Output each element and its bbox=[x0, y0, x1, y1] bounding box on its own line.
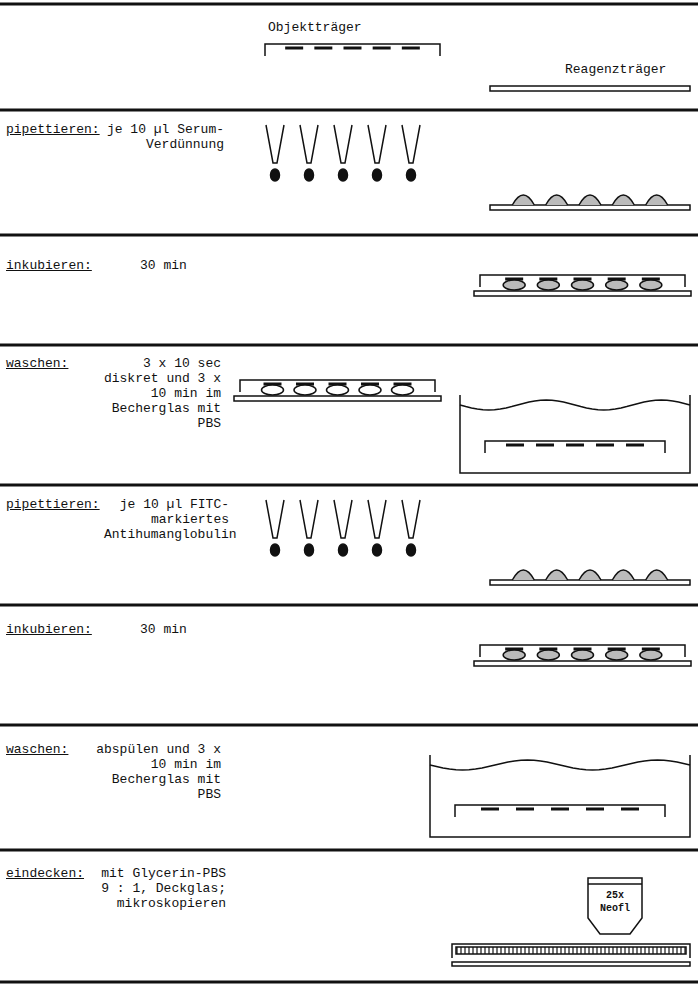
step-text: 3 x 10 sec diskret und 3 x 10 min im Bec… bbox=[86, 356, 221, 431]
drop bbox=[339, 544, 348, 556]
reagent-carrier bbox=[474, 291, 691, 296]
drop bbox=[271, 544, 280, 556]
drop bbox=[537, 650, 559, 660]
drop bbox=[646, 570, 668, 580]
step-text: abspülen und 3 x 10 min im Becherglas mi… bbox=[86, 742, 221, 802]
step-text: 30 min bbox=[140, 622, 187, 637]
drop bbox=[572, 280, 594, 290]
drop bbox=[373, 169, 382, 181]
reagent-carrier bbox=[490, 205, 690, 210]
reagent-carrier bbox=[490, 86, 690, 91]
apparatus bbox=[234, 44, 691, 837]
drop bbox=[640, 280, 662, 290]
slide bbox=[455, 805, 665, 817]
drop bbox=[359, 385, 381, 395]
step-text: je 10 µl FITC-markiertes Antihumanglobul… bbox=[104, 497, 229, 542]
drop bbox=[606, 650, 628, 660]
carrier-label: Reagenzträger bbox=[565, 62, 666, 77]
step-text: mit Glycerin-PBS 9 : 1, Deckglas; mikros… bbox=[96, 866, 226, 911]
drop bbox=[537, 280, 559, 290]
step-verb: inkubieren: bbox=[6, 622, 92, 637]
step-verb: waschen: bbox=[6, 356, 68, 371]
drop bbox=[503, 650, 525, 660]
drop bbox=[640, 650, 662, 660]
objective-marking: 25x bbox=[590, 890, 640, 901]
drop bbox=[271, 169, 280, 181]
step-verb: eindecken: bbox=[6, 866, 84, 881]
step-verb: waschen: bbox=[6, 742, 68, 757]
step-verb: inkubieren: bbox=[6, 258, 92, 273]
pipette-tip bbox=[368, 500, 386, 538]
reagent-carrier bbox=[234, 396, 441, 401]
pipette-tip bbox=[334, 500, 352, 538]
drop bbox=[646, 195, 668, 205]
drop bbox=[512, 195, 534, 205]
drop bbox=[546, 195, 568, 205]
pipette-tip bbox=[266, 125, 284, 163]
drop bbox=[612, 570, 634, 580]
reagent-carrier bbox=[490, 580, 690, 585]
pipette-tip bbox=[266, 500, 284, 538]
covered-slide bbox=[452, 944, 690, 966]
drop bbox=[305, 169, 314, 181]
step-text: je 10 µl Serum-Verdünnung bbox=[104, 122, 224, 152]
drop bbox=[579, 570, 601, 580]
pipette-tip bbox=[334, 125, 352, 163]
step-text: 30 min bbox=[140, 258, 187, 273]
objective-marking: Neofl bbox=[590, 903, 640, 914]
drop bbox=[327, 385, 349, 395]
step-verb: pipettieren: bbox=[6, 497, 100, 512]
slide bbox=[485, 441, 665, 453]
drop bbox=[294, 385, 316, 395]
pipette-tip bbox=[402, 500, 420, 538]
slide-label: Objektträger bbox=[268, 20, 362, 35]
drop bbox=[392, 385, 414, 395]
slide bbox=[265, 44, 440, 56]
row-rules bbox=[0, 4, 698, 982]
drop bbox=[305, 544, 314, 556]
step-verb: pipettieren: bbox=[6, 122, 100, 137]
drop bbox=[407, 169, 416, 181]
beaker bbox=[460, 395, 690, 473]
pbs-surface bbox=[430, 760, 690, 770]
pbs-surface bbox=[460, 400, 690, 410]
pipette-tip bbox=[402, 125, 420, 163]
objective-lens bbox=[588, 878, 642, 934]
drop bbox=[572, 650, 594, 660]
drop bbox=[606, 280, 628, 290]
drop bbox=[579, 195, 601, 205]
beaker bbox=[430, 755, 690, 837]
pipette-tip bbox=[300, 500, 318, 538]
drop bbox=[262, 385, 284, 395]
pipette-tip bbox=[300, 125, 318, 163]
drop bbox=[503, 280, 525, 290]
drop bbox=[546, 570, 568, 580]
reagent-carrier bbox=[474, 661, 691, 666]
drop bbox=[339, 169, 348, 181]
drop bbox=[612, 195, 634, 205]
pipette-tip bbox=[368, 125, 386, 163]
drop bbox=[512, 570, 534, 580]
drop bbox=[407, 544, 416, 556]
drop bbox=[373, 544, 382, 556]
